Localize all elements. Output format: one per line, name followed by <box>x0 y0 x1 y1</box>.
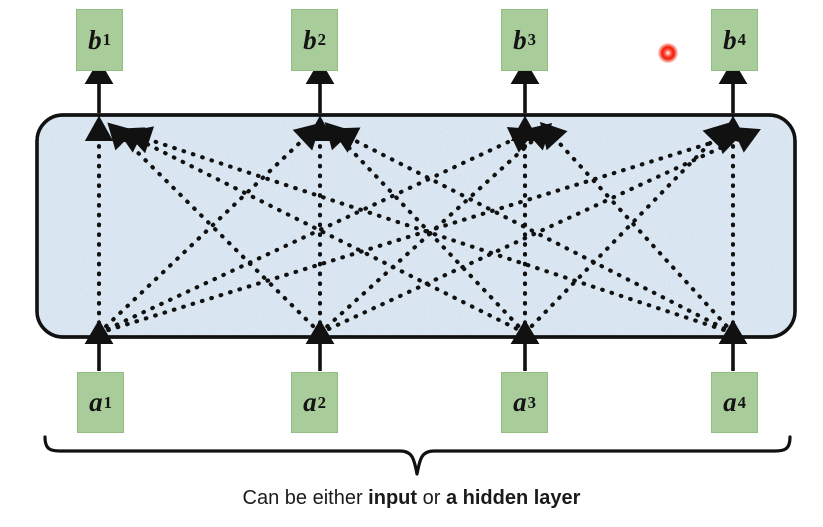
output-node-b3-label: b <box>513 24 527 55</box>
edge-a1-b3 <box>96 126 536 336</box>
edge-a1-b4 <box>96 127 743 336</box>
caption-bold-input: input <box>368 487 418 509</box>
input-span-brace <box>43 435 792 476</box>
edge-a4-b3 <box>539 121 736 336</box>
solid-input-arrow-group <box>84 319 748 371</box>
solid-output-arrow-group <box>84 59 748 113</box>
diagram-caption: Can be either input or a hidden layer <box>0 487 823 510</box>
output-node-b1-label: b <box>88 24 102 55</box>
output-node-b2-label: b <box>303 24 317 55</box>
input-node-a2-label: a <box>303 387 317 417</box>
hidden-layer-panel <box>35 113 797 339</box>
caption-middle: or <box>417 487 446 509</box>
input-node-a1-label: a <box>89 387 103 417</box>
laser-pointer-dot <box>658 43 678 63</box>
edge-a2-b4 <box>317 126 761 336</box>
edge-a2-b1 <box>107 122 323 336</box>
edge-a3-b4 <box>522 122 731 336</box>
edge-a3-b2 <box>324 122 528 336</box>
caption-prefix: Can be either <box>242 487 369 509</box>
dotted-connection-group <box>84 115 761 336</box>
input-node-a4-label: a <box>723 387 737 417</box>
input-node-a3-label: a <box>513 387 527 417</box>
output-node-b4-label: b <box>723 24 737 55</box>
edge-a4-b2 <box>331 127 736 336</box>
edge-a4-b1 <box>125 126 736 336</box>
edge-a1-b2 <box>96 122 321 336</box>
caption-bold-hidden-layer: a hidden layer <box>445 487 581 509</box>
